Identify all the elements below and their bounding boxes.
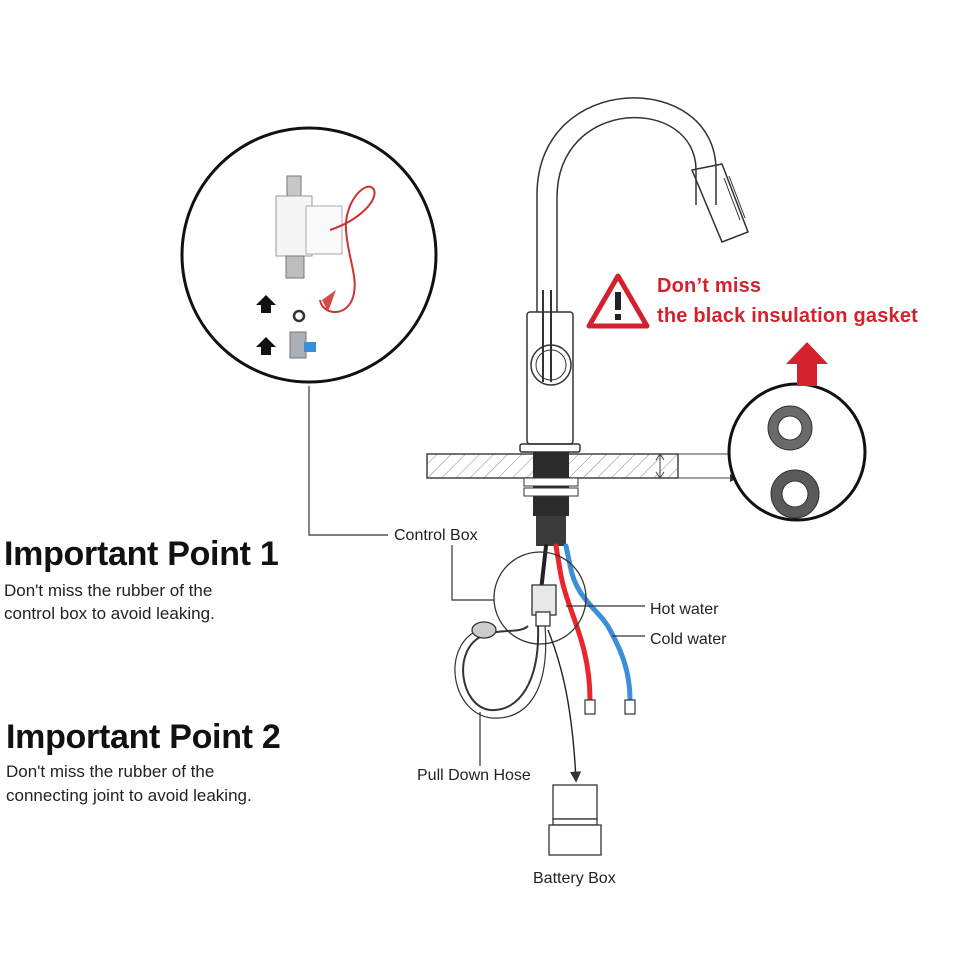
leader-lines <box>308 386 645 766</box>
warning-line-2: the black insulation gasket <box>657 305 919 327</box>
warning-line-1: Don’t miss <box>657 275 762 297</box>
red-up-arrow <box>786 342 828 386</box>
mounting-shank <box>523 452 579 546</box>
point1-line-1: Don't miss the rubber of the <box>4 581 213 600</box>
pull-down-hose-label: Pull Down Hose <box>417 767 531 784</box>
warning-triangle-icon <box>586 273 650 329</box>
control-box-label: Control Box <box>394 527 478 544</box>
water-hoses <box>538 543 636 715</box>
point1-title: Important Point 1 <box>4 535 279 573</box>
battery-box <box>548 784 602 856</box>
gasket-inset <box>727 382 867 522</box>
point1-line-2: control box to avoid leaking. <box>4 604 215 623</box>
point2-title: Important Point 2 <box>6 718 281 756</box>
countertop <box>426 450 740 482</box>
point2-line-2: connecting joint to avoid leaking. <box>6 786 252 805</box>
point2-line-1: Don't miss the rubber of the <box>6 762 215 781</box>
faucet <box>519 97 749 453</box>
battery-box-label: Battery Box <box>533 870 616 887</box>
hot-water-label: Hot water <box>650 601 719 618</box>
control-box-inset <box>180 126 438 384</box>
control-box-assembly <box>454 551 587 783</box>
cold-water-label: Cold water <box>650 631 727 648</box>
